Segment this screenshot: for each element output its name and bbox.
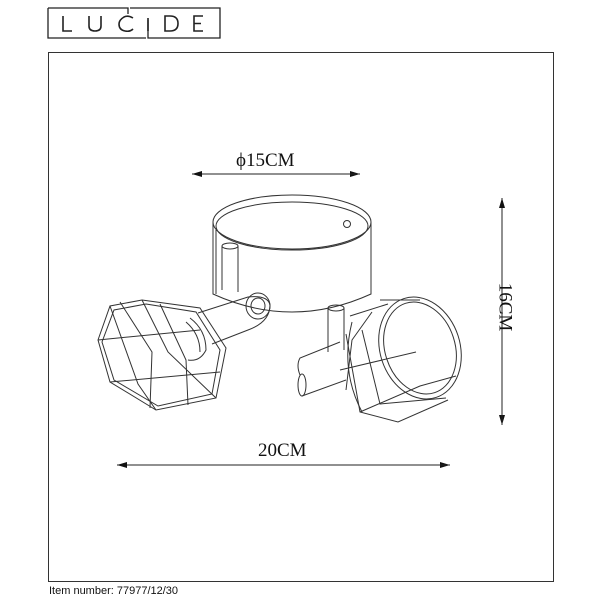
item-number: Item number: 77977/12/30 bbox=[49, 585, 179, 597]
drawing-frame bbox=[48, 52, 554, 582]
lamp-outline bbox=[97, 194, 462, 423]
diameter-label: ϕ15CM bbox=[236, 150, 295, 171]
width-label: 20CM bbox=[258, 440, 307, 461]
lucide-logo bbox=[47, 7, 221, 39]
height-label: 16CM bbox=[494, 282, 516, 332]
